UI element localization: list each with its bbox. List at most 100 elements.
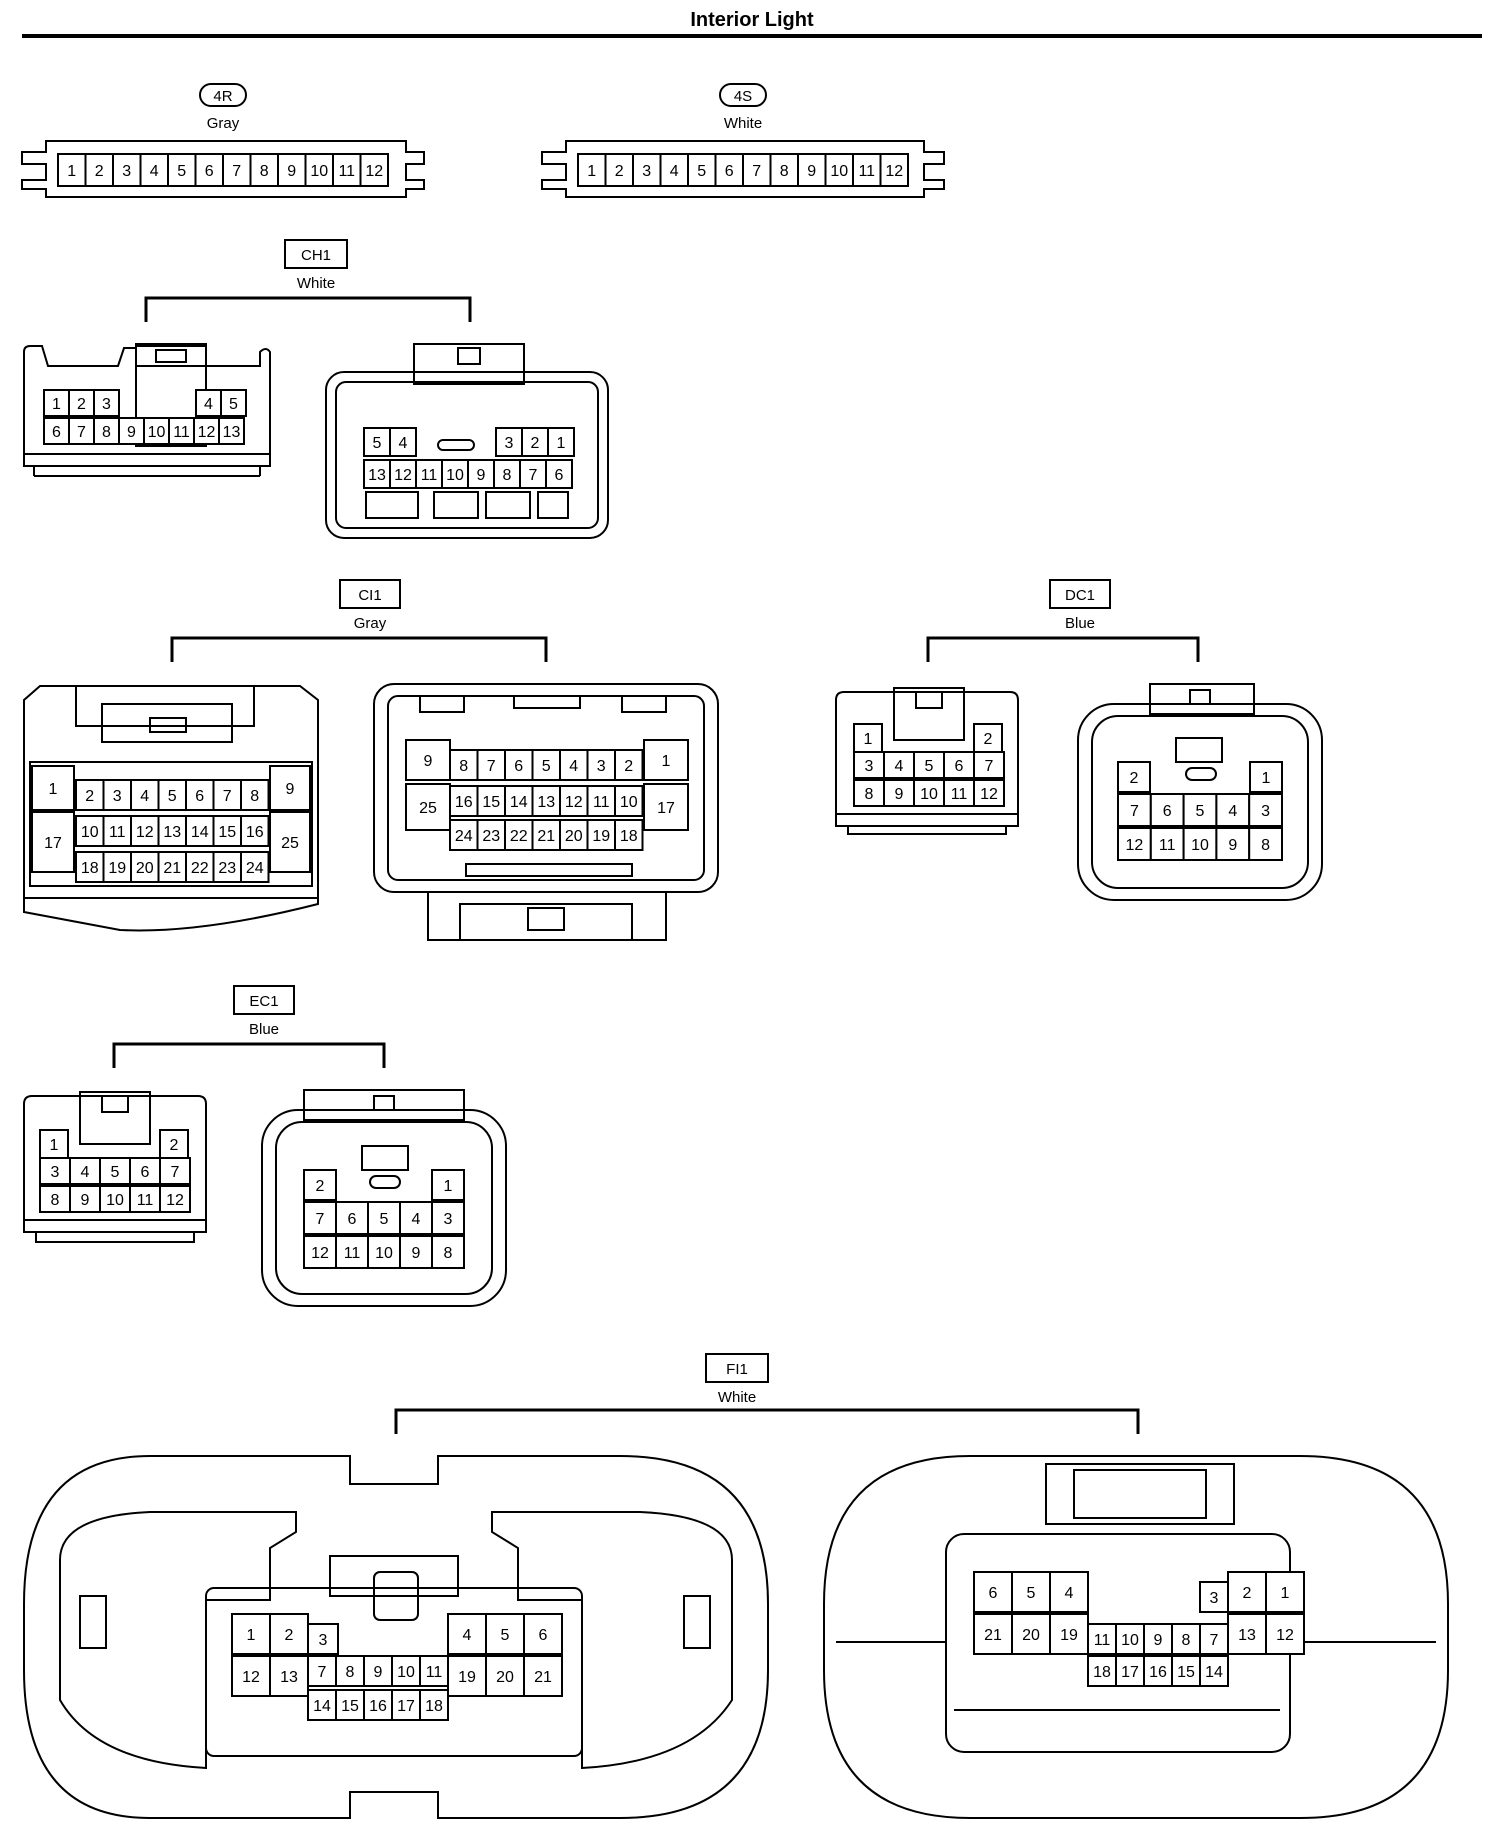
pin-cell — [31, 811, 75, 873]
pin-cell — [68, 417, 95, 445]
pin-number: 7 — [77, 424, 86, 441]
pin-number: 15 — [341, 1698, 359, 1715]
pin-number: 7 — [752, 163, 761, 180]
pin-number: 7 — [529, 467, 538, 484]
page-title: Interior Light — [690, 9, 814, 31]
pin-number: 1 — [50, 1137, 59, 1154]
pin-cell — [240, 779, 270, 811]
pin-number: 5 — [168, 788, 177, 805]
pin-cell — [303, 1235, 337, 1269]
pin-number: 5 — [111, 1164, 120, 1181]
pin-number: 5 — [373, 435, 382, 452]
connector-code-box — [233, 985, 295, 1015]
pin-number: 12 — [311, 1245, 329, 1262]
pin-number: 12 — [166, 1192, 184, 1209]
pin-number: 14 — [191, 824, 209, 841]
pin-cell — [303, 1201, 337, 1235]
pin-number: 1 — [662, 753, 671, 770]
pin-number: 6 — [348, 1211, 357, 1228]
pin-cell — [523, 1613, 563, 1655]
pin-cell — [883, 779, 915, 807]
pin-cell — [363, 459, 391, 489]
pin-number: 6 — [539, 1627, 548, 1644]
pin-number: 9 — [477, 467, 486, 484]
pin-number: 12 — [885, 163, 903, 180]
pin-number: 2 — [285, 1627, 294, 1644]
pin-number: 12 — [198, 424, 216, 441]
pin-number: 18 — [425, 1698, 443, 1715]
pin-number: 6 — [195, 788, 204, 805]
pin-cell — [399, 1201, 433, 1235]
pin-cell — [1049, 1571, 1089, 1613]
pin-number: 1 — [1281, 1585, 1290, 1602]
pin-cell — [363, 427, 391, 457]
pin-cell — [218, 417, 245, 445]
connector-color: White — [724, 115, 762, 132]
pin-cell — [853, 723, 883, 753]
pin-cell — [93, 417, 120, 445]
connector-code: 4S — [734, 88, 752, 105]
pin-number: 10 — [397, 1664, 415, 1681]
pin-number: 5 — [1196, 803, 1205, 820]
pin-number: 4 — [150, 163, 159, 180]
pin-cell — [604, 153, 634, 187]
pin-number: 2 — [984, 731, 993, 748]
pin-number: 2 — [1130, 770, 1139, 787]
connector-code-box — [284, 239, 348, 269]
connector-code-badge — [199, 83, 247, 107]
pin-cell — [973, 779, 1005, 807]
pin-number: 23 — [218, 860, 236, 877]
pin-number: 21 — [534, 1669, 552, 1686]
pin-number: 2 — [85, 788, 94, 805]
pin-cell — [559, 749, 589, 781]
pin-number: 20 — [565, 828, 583, 845]
pin-number: 4 — [670, 163, 679, 180]
pin-cell — [614, 785, 644, 817]
pin-number: 6 — [1163, 803, 1172, 820]
pin-number: 13 — [163, 824, 181, 841]
pin-cell — [240, 815, 270, 847]
connector-code-badge — [719, 83, 767, 107]
pin-cell — [185, 851, 215, 883]
pin-cell — [1087, 1655, 1117, 1687]
pin-number: 5 — [177, 163, 186, 180]
pin-cell — [391, 1689, 421, 1721]
pin-number: 2 — [95, 163, 104, 180]
pin-cell — [359, 153, 389, 187]
pin-number: 8 — [444, 1245, 453, 1262]
pin-number: 15 — [218, 824, 236, 841]
pin-cell — [577, 153, 607, 187]
pin-cell — [335, 1689, 365, 1721]
pin-number: 2 — [316, 1178, 325, 1195]
pin-number: 10 — [106, 1192, 124, 1209]
pin-cell — [504, 785, 534, 817]
pin-number: 9 — [424, 753, 433, 770]
pin-number: 8 — [260, 163, 269, 180]
pin-cell — [415, 459, 443, 489]
connector-code: CH1 — [301, 247, 331, 264]
pin-number: 5 — [501, 1627, 510, 1644]
pin-cell — [93, 389, 120, 417]
pin-number: 4 — [1228, 803, 1237, 820]
pin-cell — [973, 1613, 1013, 1655]
pin-cell — [797, 153, 827, 187]
pin-cell — [476, 785, 506, 817]
pin-number: 24 — [246, 860, 264, 877]
pin-number: 10 — [920, 786, 938, 803]
pin-number: 1 — [52, 396, 61, 413]
connector-code-box — [705, 1353, 769, 1383]
pin-number: 6 — [955, 758, 964, 775]
pin-cell — [879, 153, 909, 187]
pin-number: 25 — [281, 835, 299, 852]
pin-number: 13 — [537, 794, 555, 811]
connector-code-box — [1049, 579, 1111, 609]
pin-number: 21 — [984, 1627, 1002, 1644]
pin-cell — [632, 153, 662, 187]
pin-cell — [99, 1157, 131, 1185]
pin-cell — [269, 811, 311, 873]
connector-color: White — [718, 1389, 756, 1406]
connector-color: Gray — [207, 115, 240, 132]
pin-number: 1 — [557, 435, 566, 452]
